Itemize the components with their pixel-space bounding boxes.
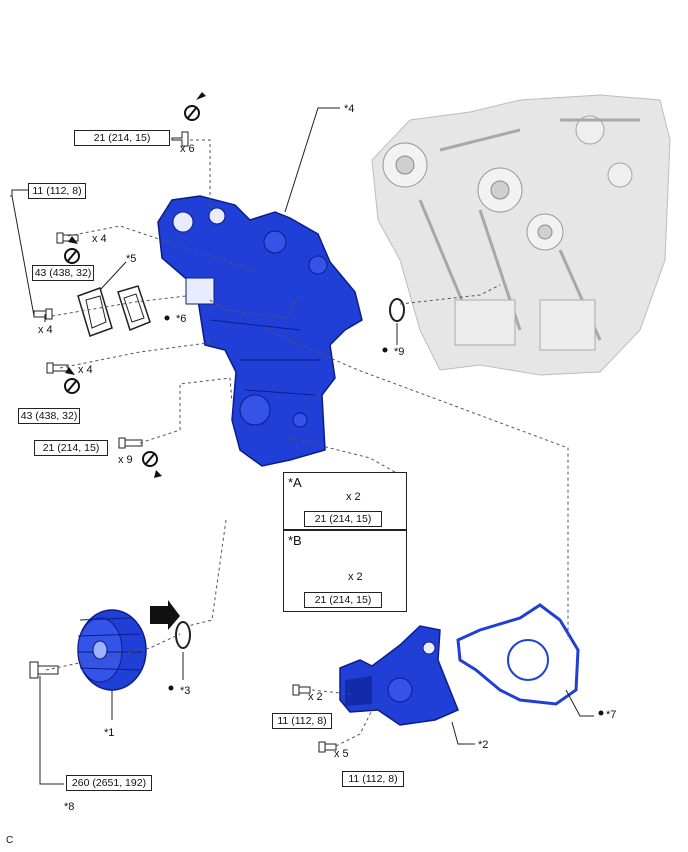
count-x2-a: x 2 xyxy=(346,491,361,503)
bolt-wp1 xyxy=(292,684,311,696)
count-x2-wp: x 2 xyxy=(308,691,323,703)
count-x4-low: x 4 xyxy=(78,364,93,376)
bolt-wp2 xyxy=(318,741,337,753)
torque-box-top: 21 (214, 15) xyxy=(74,130,170,146)
callout-1: *1 xyxy=(104,727,114,739)
count-x4-upper: x 4 xyxy=(38,324,53,336)
torque-box-wp2: 11 (112, 8) xyxy=(342,771,404,787)
callout-6: *6 xyxy=(176,313,186,325)
callout-9: *9 xyxy=(394,346,404,358)
panel-a-title: *A xyxy=(288,475,302,490)
torque-box-left-low: 43 (438, 32) xyxy=(18,408,80,424)
torque-box-left-bottom: 21 (214, 15) xyxy=(34,440,108,456)
torque-box-pulley: 260 (2651, 192) xyxy=(66,775,152,791)
callout-7: *7 xyxy=(606,709,616,721)
count-x4-mid: x 4 xyxy=(92,233,107,245)
oil-seal-ring-9 xyxy=(389,298,405,322)
count-x9: x 9 xyxy=(118,454,133,466)
count-x5: x 5 xyxy=(334,748,349,760)
corner-mark: C xyxy=(6,835,14,846)
panel-a: *A x 2 21 (214, 15) xyxy=(283,472,407,530)
crankshaft-oil-seal xyxy=(150,600,191,649)
bolt-left-bottom xyxy=(118,437,143,449)
callout-8: *8 xyxy=(64,801,74,813)
panel-b-title: *B xyxy=(288,533,302,548)
bolt-left-low xyxy=(46,362,69,374)
panel-b: *B x 2 21 (214, 15) xyxy=(283,530,407,612)
assembly-lines xyxy=(45,139,569,747)
gasket-5-b xyxy=(117,285,151,331)
torque-box-left-mid: 43 (438, 32) xyxy=(32,265,94,281)
no-reuse-icon xyxy=(64,105,350,551)
torque-box-wp1: 11 (112, 8) xyxy=(272,713,332,729)
torque-box-left-upper: 11 (112, 8) xyxy=(28,183,86,199)
timing-chain-cover xyxy=(157,195,363,467)
callout-2: *2 xyxy=(478,739,488,751)
water-pump xyxy=(339,625,459,726)
water-pump-gasket xyxy=(456,603,580,706)
crankshaft-pulley xyxy=(77,609,147,691)
count-x2-b: x 2 xyxy=(348,571,363,583)
engine-block-illustration xyxy=(371,94,671,376)
callout-lines xyxy=(10,107,594,785)
callout-4: *4 xyxy=(344,103,354,115)
torque-box-panel-b: 21 (214, 15) xyxy=(304,592,382,608)
torque-box-panel-a: 21 (214, 15) xyxy=(304,511,382,527)
count-x6: x 6 xyxy=(180,143,195,155)
callout-5: *5 xyxy=(126,253,136,265)
gasket-5-a xyxy=(77,287,113,337)
callout-3: *3 xyxy=(180,685,190,697)
bolt-left-mid xyxy=(56,232,79,244)
bolt-top xyxy=(171,131,189,147)
bullet-dot xyxy=(164,315,604,716)
